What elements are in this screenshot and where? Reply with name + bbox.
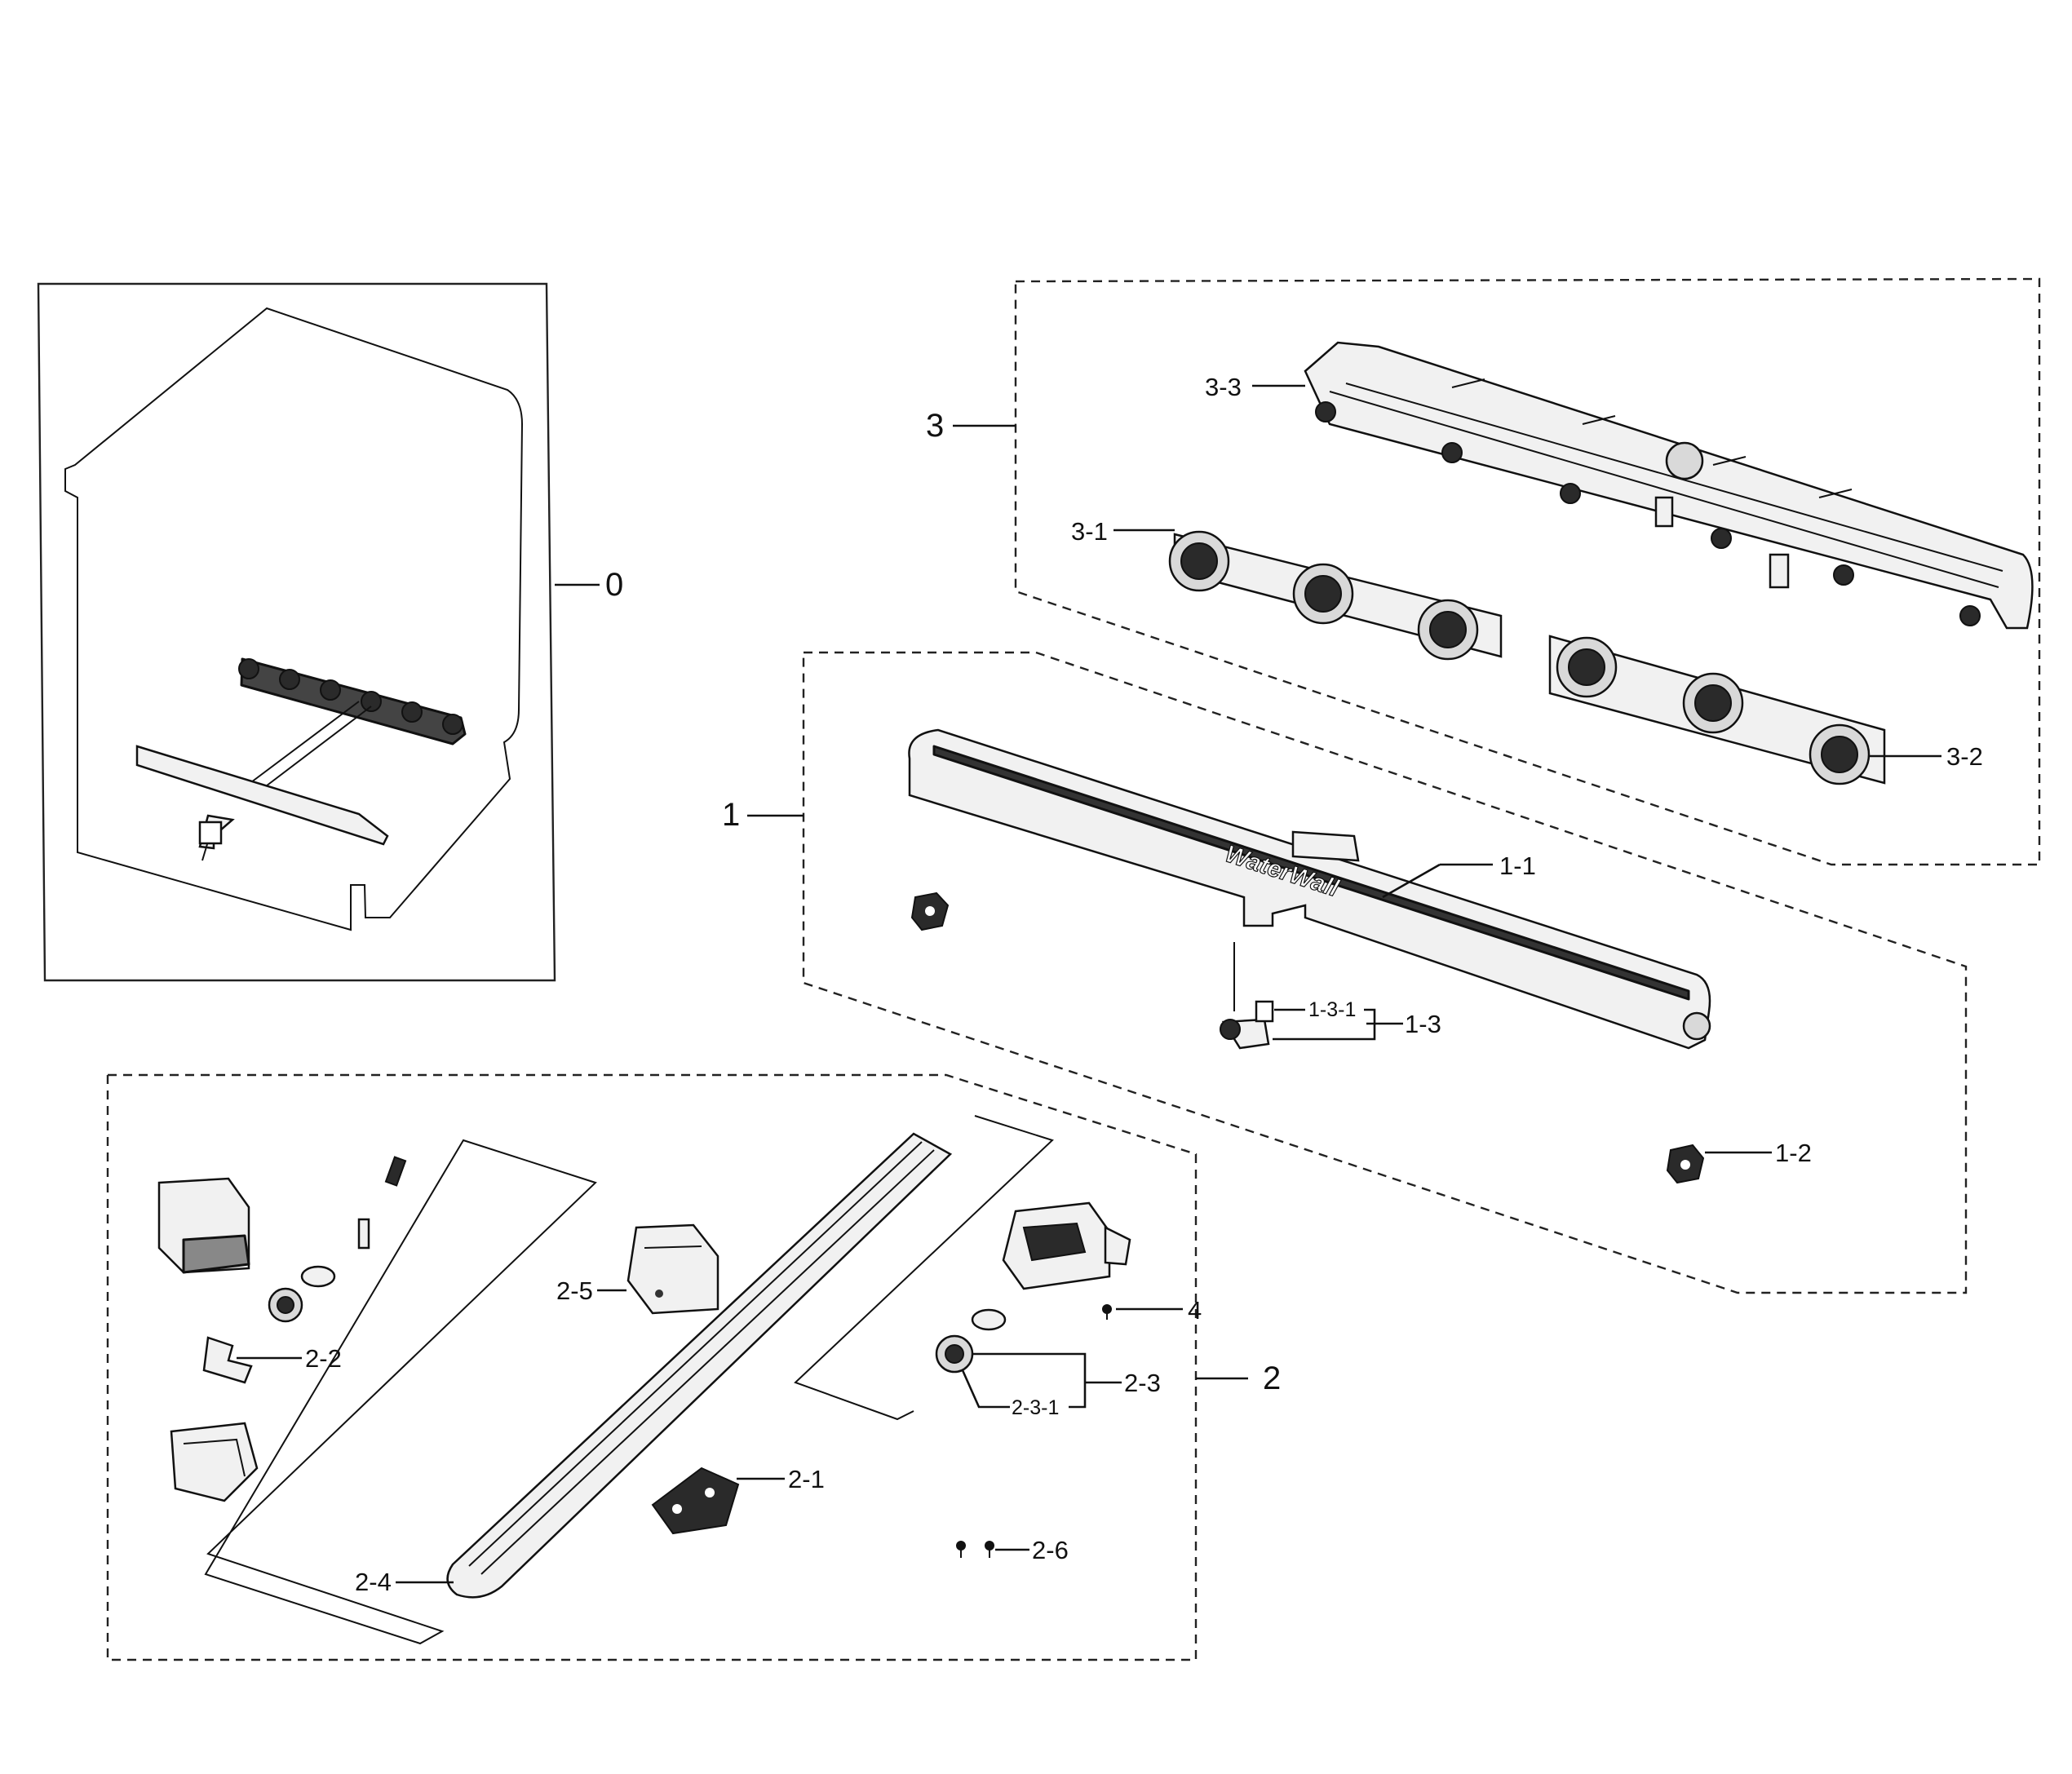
callout-1-2: 1-2 <box>1775 1139 1812 1167</box>
part-3-2-nozzle-bar <box>1548 635 1886 785</box>
callout-3-2: 3-2 <box>1946 742 1983 771</box>
callout-1-1: 1-1 <box>1499 852 1536 880</box>
group-3-box: 3 3-3 3-1 <box>926 277 2041 866</box>
overview-spray-bar <box>135 657 467 861</box>
part-1-3-fitting <box>1220 942 1274 1050</box>
callout-2-3-1: 2-3-1 <box>1012 1396 1059 1419</box>
callout-0: 0 <box>605 567 623 603</box>
callout-4: 4 <box>1188 1296 1202 1325</box>
part-2-3-hub <box>935 1201 1131 1374</box>
part-2-4-rail <box>446 1132 953 1599</box>
part-2-6-screws <box>956 1541 994 1558</box>
callout-2: 2 <box>1263 1360 1281 1396</box>
part-2-5-housing <box>626 1223 719 1315</box>
part-2-1-slider <box>651 1467 740 1535</box>
callout-2-5: 2-5 <box>556 1276 593 1305</box>
assembly-overview-box: 0 <box>37 282 623 982</box>
part-1-2-clip <box>1666 1144 1705 1184</box>
group-2-box: 2 2-2 2-5 <box>106 1073 1281 1661</box>
callout-1-3: 1-3 <box>1405 1010 1441 1038</box>
callout-3-1: 3-1 <box>1071 517 1108 546</box>
callout-2-4: 2-4 <box>355 1568 392 1596</box>
callout-1: 1 <box>722 797 740 833</box>
callout-2-1: 2-1 <box>788 1465 825 1493</box>
callout-3-3: 3-3 <box>1205 373 1242 401</box>
callout-1-3-1: 1-3-1 <box>1308 998 1356 1021</box>
callout-2-6: 2-6 <box>1032 1536 1069 1564</box>
part-2-2-module <box>157 1156 407 1502</box>
part-3-1-nozzle-bar <box>1168 530 1503 661</box>
group-1-box: 1 WaterWall 1-1 1-3-1 1-3 <box>722 651 1968 1294</box>
part-1-1-waterwall-bar: WaterWall <box>908 728 1711 1050</box>
part-4-screw <box>1102 1304 1112 1320</box>
part-3-3-manifold <box>1304 341 2034 630</box>
callout-2-2: 2-2 <box>305 1344 342 1373</box>
callout-2-3: 2-3 <box>1124 1369 1161 1397</box>
part-1-2-clip-left <box>910 891 950 931</box>
callout-3: 3 <box>926 408 944 444</box>
